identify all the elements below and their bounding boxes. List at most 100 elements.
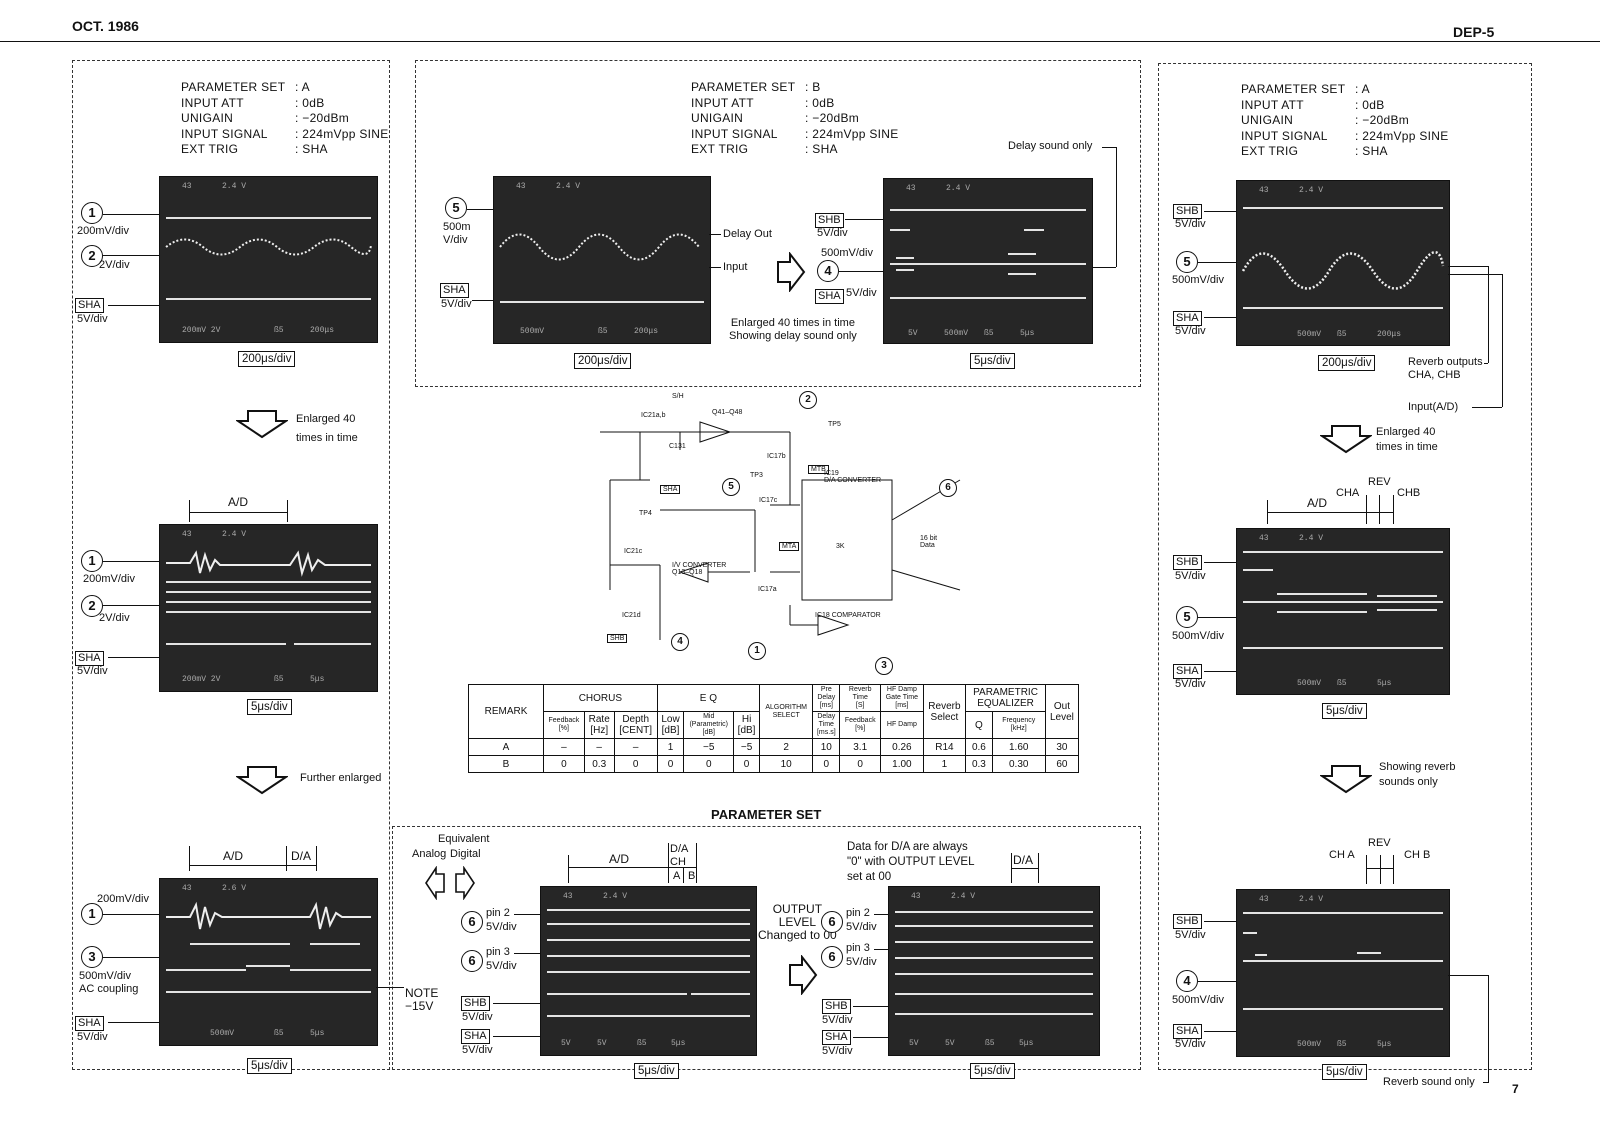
label-rev: REV <box>1368 476 1391 488</box>
marker-4: 4 <box>1176 970 1198 992</box>
timebase-left-2: 5μs/div <box>247 699 292 715</box>
label-5v: 5V/div <box>1175 1038 1206 1050</box>
schematic-sh: S/H <box>672 393 684 400</box>
label-pin3: pin 3 <box>486 946 510 958</box>
label-ad-l3: A/D <box>223 849 244 863</box>
scope-mid-1: 43 2.4 V 500mV ß5 200μs <box>493 176 711 344</box>
schematic-ic17b: IC17b <box>767 453 786 460</box>
schematic-ic19: IC19 D/A CONVERTER <box>824 470 882 484</box>
label-sha: SHA <box>1173 311 1202 326</box>
label-delay-sound-only: Delay sound only <box>1008 140 1093 152</box>
label-ad-mb: A/D <box>609 852 630 866</box>
schematic-tp4: TP4 <box>639 510 652 517</box>
marker-5: 5 <box>722 478 740 496</box>
left-arrow-icon <box>425 866 445 900</box>
label-5v: 5V/div <box>1175 678 1206 690</box>
marker-1: 1 <box>81 202 103 224</box>
label-digital: Digital <box>450 848 481 860</box>
label-shb: SHB <box>1173 914 1202 929</box>
parameter-set-title: PARAMETER SET <box>711 807 822 822</box>
label-2v: 2V/div <box>99 612 130 624</box>
schematic-q41: Q41–Q48 <box>712 409 743 416</box>
label-sha: SHA <box>1173 664 1202 679</box>
label-5v: 5V/div <box>486 921 517 933</box>
label-enlarged-left: Enlarged 40 times in time <box>296 413 358 444</box>
label-5v: 5V/div <box>1175 218 1206 230</box>
timebase-mid-1: 200μs/div <box>574 353 632 369</box>
label-5v: 5V/div <box>1175 570 1206 582</box>
label-5v: 5V/div <box>462 1011 493 1023</box>
label-pin3: pin 3 <box>846 942 870 954</box>
down-arrow-icon <box>1320 425 1372 454</box>
label-5v: 5V/div <box>846 956 877 968</box>
label-sha: SHA <box>1173 1024 1202 1039</box>
down-arrow-icon <box>1320 765 1372 794</box>
scope-right-2: 43 2.4 V 500mV ß5 5μs <box>1236 528 1450 695</box>
label-da-l3: D/A <box>291 849 312 863</box>
label-5v: 5V/div <box>1175 929 1206 941</box>
marker-4: 4 <box>671 633 689 651</box>
marker-4: 4 <box>817 260 839 282</box>
label-200mv: 200mV/div <box>83 573 135 585</box>
down-arrow-icon <box>236 410 288 439</box>
marker-2: 2 <box>81 595 103 617</box>
label-further-enlarged: Further enlarged <box>300 772 382 784</box>
label-analog: Analog <box>412 848 447 860</box>
schematic-mta: MTA <box>779 542 800 551</box>
marker-3: 3 <box>81 946 103 968</box>
marker-6: 6 <box>821 946 843 968</box>
label-5v: 5V/div <box>817 227 848 239</box>
marker-1: 1 <box>748 642 766 660</box>
page-number: 7 <box>1512 1082 1519 1096</box>
label-500mv: 500mV/div <box>1172 274 1224 286</box>
frame-left <box>72 60 390 1070</box>
scope-right-1: 43 2.4 V 500mV ß5 200μs <box>1236 180 1450 346</box>
label-showing-reverb: Showing reverb sounds only <box>1379 761 1456 788</box>
label-da-ch: D/A CH <box>670 843 689 868</box>
label-sha: SHA <box>440 283 469 298</box>
header-rule <box>0 41 1600 42</box>
marker-1: 1 <box>81 550 103 572</box>
label-5v: 5V/div <box>822 1014 853 1026</box>
frame-mid-bottom <box>392 826 1141 1070</box>
timebase-left-1: 200μs/div <box>238 351 296 367</box>
label-5v: 5V/div <box>77 665 108 677</box>
label-shb: SHB <box>1173 555 1202 570</box>
label-500m: 500m V/div <box>443 221 471 246</box>
label-sha: SHA <box>815 289 844 304</box>
scope-mid-3: 43 2.4 V 5V 5V ß5 5μs <box>540 886 757 1056</box>
label-equivalent: Equivalent <box>438 833 490 845</box>
label-5v: 5V/div <box>486 960 517 972</box>
schematic-c131: C131 <box>669 443 686 450</box>
label-500mv: 500mV/div <box>1172 994 1224 1006</box>
label-sha: SHA <box>75 1016 104 1031</box>
label-sha: SHA <box>75 651 104 666</box>
frame-mid-top <box>415 60 1141 387</box>
marker-6: 6 <box>461 950 483 972</box>
schematic-tp5: TP5 <box>828 421 841 428</box>
scope-left-2: 43 2.4 V 200mV 2V ß5 5μs <box>159 524 378 692</box>
scope-left-3: 43 2.6 V 500mV ß5 5μs <box>159 878 378 1046</box>
timebase-right-1: 200μs/div <box>1318 355 1376 371</box>
label-cha: CHA <box>1336 487 1360 499</box>
label-sha: SHA <box>822 1030 851 1045</box>
schematic-mtb: MTB <box>808 465 829 474</box>
label-ac-coupling: 500mV/div AC coupling <box>79 970 139 995</box>
down-arrow-icon <box>236 766 288 795</box>
label-200mv: 200mV/div <box>97 893 149 905</box>
timebase-right-2: 5μs/div <box>1322 703 1367 719</box>
label-a: A <box>673 870 681 882</box>
label-chb: CHB <box>1397 487 1421 499</box>
label-5v: 5V/div <box>462 1044 493 1056</box>
header-doc-id: DEP-5 <box>1453 24 1495 40</box>
label-sha: SHA <box>461 1029 490 1044</box>
scope-mid-4: 43 2.4 V 5V 5V ß5 5μs <box>888 886 1100 1056</box>
marker-6: 6 <box>821 911 843 933</box>
label-5v: 5V/div <box>846 921 877 933</box>
right-arrow-icon <box>789 955 818 995</box>
label-b: B <box>688 870 696 882</box>
timebase-right-3: 5μs/div <box>1322 1064 1367 1080</box>
right-arrow-icon <box>455 866 475 900</box>
